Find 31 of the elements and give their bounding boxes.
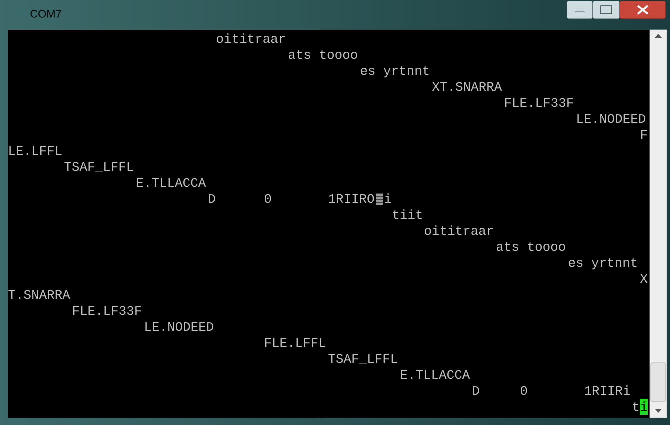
terminal-cursor: i xyxy=(640,399,648,415)
terminal-text: LE.NODEED xyxy=(146,322,214,332)
window-title: COM7 xyxy=(30,10,62,18)
terminal-text: 1RIIRO xyxy=(329,194,374,204)
terminal-text: es yrtnnt xyxy=(361,66,429,78)
terminal-text: T.SNARRA xyxy=(8,290,70,300)
terminal-text: D xyxy=(209,194,216,203)
terminal-text: F xyxy=(641,130,648,139)
terminal-text: LE.NODEED xyxy=(578,114,646,124)
terminal-text: FLE.LF33F xyxy=(505,98,574,108)
terminal-text: oititraar xyxy=(217,34,285,44)
terminal-text: i xyxy=(385,194,392,203)
terminal-text: FLE.LFFL xyxy=(265,338,326,347)
terminal-text: LE.LFFL xyxy=(10,146,62,155)
terminal-text: TSAF_LFFL xyxy=(64,162,134,172)
terminal-text: E.TLLACCA xyxy=(401,370,470,380)
terminal-text: oititraar xyxy=(425,226,493,236)
terminal-text: XT.SNARRA xyxy=(432,82,502,92)
terminal-text: tiit xyxy=(393,210,422,220)
terminal-text: ats toooo xyxy=(289,50,358,60)
terminal-text: E.TLLACCA xyxy=(137,178,206,188)
terminal-text: X xyxy=(640,274,648,283)
terminal-text: t xyxy=(633,402,639,412)
terminal-text: 1RIIRi xyxy=(585,386,630,395)
terminal-text: TSAF_LFFL xyxy=(328,354,398,364)
terminal-text: D xyxy=(473,386,480,395)
terminal-text: ats toooo xyxy=(497,242,566,252)
terminal-text: es yrtnnt xyxy=(569,258,637,270)
terminal-text: 0 xyxy=(264,194,272,204)
terminal-text: 0 xyxy=(520,386,528,396)
terminal-text: FLE.LF33F xyxy=(73,306,142,316)
